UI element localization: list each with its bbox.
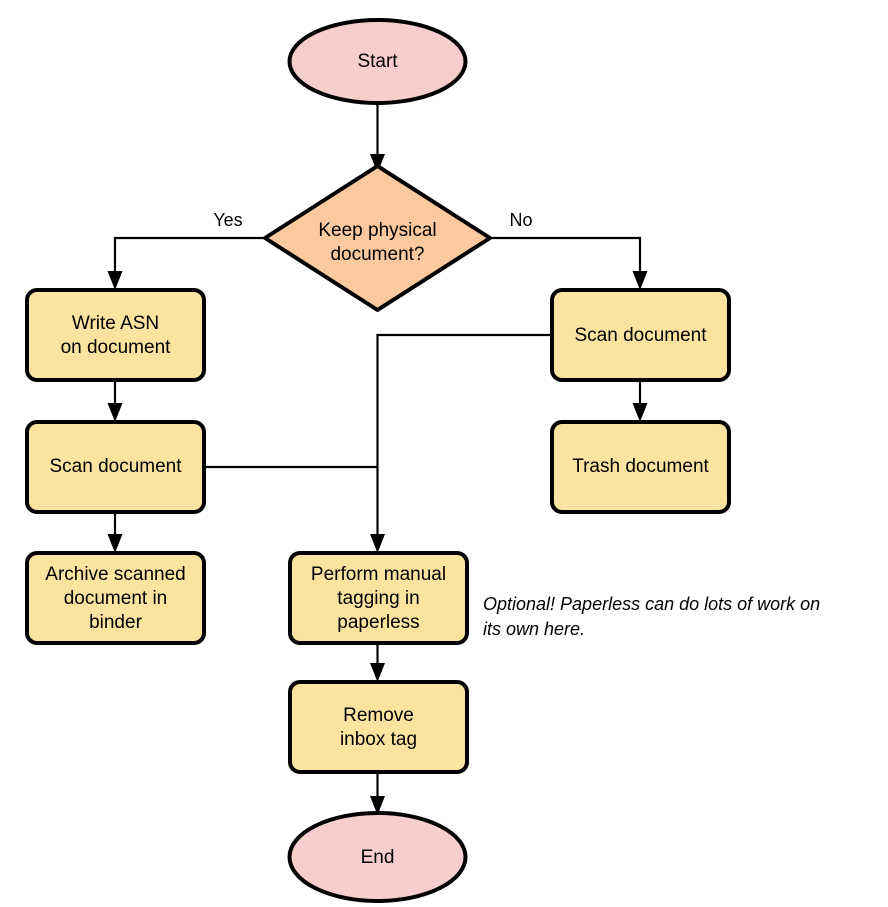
decision-diamond-shape (263, 164, 492, 312)
node-write-asn-label-line2: on document (61, 337, 172, 358)
edge-label-no: No (509, 210, 532, 230)
edge-decision-yes: Yes (107, 210, 265, 290)
node-end[interactable]: End (287, 811, 468, 903)
start-ellipse-shape (287, 18, 468, 105)
node-decision-keep-physical-document[interactable]: Keep physical document? (263, 164, 492, 312)
arrow-head-icon (107, 403, 123, 422)
edge-scanleft-to-archive (107, 512, 123, 553)
node-scan-document-left-label: Scan document (49, 456, 182, 477)
arrow-head-icon (632, 403, 648, 422)
arrow-head-icon (107, 534, 123, 553)
node-write-asn-label-line1: Write ASN (72, 313, 159, 334)
node-start[interactable]: Start (287, 18, 468, 105)
node-remove-inbox-label-line2: inbox tag (340, 729, 417, 750)
node-manual-tagging-label-line3: paperless (337, 612, 419, 633)
trash-document-rect-shape (550, 420, 731, 514)
annotation-line2: its own here. (483, 619, 585, 639)
edge-removeinbox-to-end (370, 772, 385, 815)
scan-document-left-rect-shape (25, 420, 206, 514)
node-archive-label-line3: binder (89, 612, 142, 633)
end-ellipse-shape (287, 811, 468, 903)
edge-manualtagging-to-removeinbox (370, 643, 385, 682)
node-archive-label-line1: Archive scanned (45, 564, 185, 585)
node-manual-tagging-label-line2: tagging in (337, 588, 419, 609)
edge-line (113, 236, 265, 277)
node-remove-inbox-tag[interactable]: Remove inbox tag (288, 680, 469, 774)
node-archive-label-line2: document in (64, 588, 168, 609)
arrow-head-icon (370, 796, 385, 815)
edge-decision-no: No (490, 210, 648, 290)
node-remove-inbox-label-line1: Remove (343, 705, 414, 726)
arrow-head-icon (107, 271, 123, 290)
edge-line (490, 236, 642, 277)
node-start-label: Start (357, 51, 398, 72)
node-manual-tagging[interactable]: Perform manual tagging in paperless (288, 551, 469, 645)
edge-writeasn-to-scanleft (107, 380, 123, 422)
edge-label-yes: Yes (213, 210, 242, 230)
node-manual-tagging-label-line1: Perform manual (311, 564, 446, 585)
edge-scanright-to-trash (632, 380, 648, 422)
node-trash-document[interactable]: Trash document (550, 420, 731, 514)
edge-start-to-decision (370, 103, 385, 173)
node-archive-scanned-document[interactable]: Archive scanned document in binder (25, 551, 206, 645)
node-scan-document-right-label: Scan document (574, 325, 707, 346)
annotation-optional-note: Optional! Paperless can do lots of work … (483, 594, 820, 639)
scan-document-right-rect-shape (550, 288, 731, 382)
arrow-head-icon (370, 663, 385, 682)
node-decision-label-line2: document? (330, 244, 424, 265)
manual-tagging-rect-shape (288, 551, 469, 645)
arrow-head-icon (370, 154, 385, 173)
node-end-label: End (361, 847, 395, 868)
annotation-line1: Optional! Paperless can do lots of work … (483, 594, 820, 614)
node-scan-document-right[interactable]: Scan document (550, 288, 731, 382)
arrow-head-icon (370, 534, 385, 553)
node-scan-document-left[interactable]: Scan document (25, 420, 206, 514)
node-write-asn[interactable]: Write ASN on document (25, 288, 206, 382)
write-asn-rect-shape (25, 288, 206, 382)
node-trash-document-label: Trash document (572, 456, 709, 477)
arrow-head-icon (632, 271, 648, 290)
archive-rect-shape (25, 551, 206, 645)
node-decision-label-line1: Keep physical (318, 220, 436, 241)
remove-inbox-tag-rect-shape (288, 680, 469, 774)
edge-scanright-to-manualtagging (370, 333, 552, 553)
edge-line (376, 333, 552, 540)
